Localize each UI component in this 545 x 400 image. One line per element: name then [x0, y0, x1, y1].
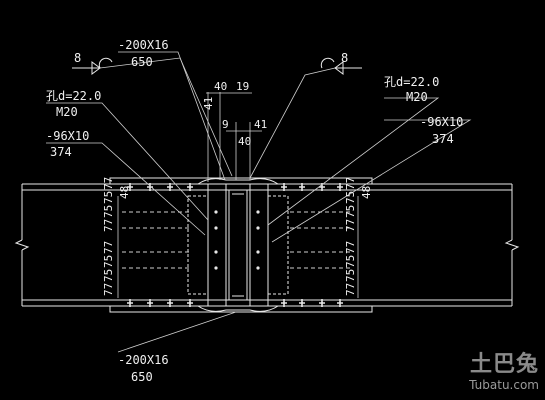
- dim-40a: 40: [214, 80, 227, 93]
- vertical-dimension-lines: [117, 196, 359, 298]
- bolt: [337, 183, 343, 191]
- dim-41b: 41: [254, 118, 267, 131]
- bolt: [319, 299, 325, 307]
- left-web-plate-spec: -96X10: [46, 129, 89, 143]
- right-web-plate-len: 374: [432, 132, 454, 146]
- bolt: [214, 250, 218, 254]
- bolt: [127, 299, 133, 307]
- bolt: [214, 266, 218, 270]
- leader-lines: [46, 51, 472, 353]
- right-bolt-grade: M20: [406, 90, 428, 104]
- bolt: [256, 226, 260, 230]
- beam-outline: [14, 183, 520, 307]
- top-flange-plate-len: 650: [131, 55, 153, 69]
- annotation-text: -200X16 650 8 8 孔d=22.0 M20 -96X10 374 孔…: [46, 38, 463, 384]
- right-weld-size: 8: [341, 51, 348, 65]
- bolt: [337, 299, 343, 307]
- vertical-dimension-label: 77: [102, 177, 115, 190]
- bolt: [281, 183, 287, 191]
- vertical-dimension-label: 75: [344, 191, 357, 204]
- vertical-dimension-label: 75: [344, 205, 357, 218]
- vertical-dimension-label: 75: [102, 269, 115, 282]
- dim-40b: 40: [238, 135, 251, 148]
- bolt: [256, 266, 260, 270]
- flange-splice-plates: [109, 177, 373, 313]
- bolt: [147, 183, 153, 191]
- bolt: [214, 226, 218, 230]
- vertical-dimension-label: 75: [344, 269, 357, 282]
- bolt: [167, 183, 173, 191]
- bolt: [256, 250, 260, 254]
- left-web-plate-len: 374: [50, 145, 72, 159]
- left-bolt-grade: M20: [56, 105, 78, 119]
- vertical-dimension-label: 77: [344, 241, 357, 254]
- bolt: [127, 183, 133, 191]
- bolt: [299, 183, 305, 191]
- bolt: [256, 210, 260, 214]
- web-splice-plates: [187, 195, 289, 295]
- right-web-plate-spec: -96X10: [420, 115, 463, 129]
- dim-41a: 41: [202, 97, 215, 110]
- watermark-chinese: 土巴兔: [469, 352, 539, 377]
- bolt: [167, 299, 173, 307]
- vertical-dimension-label: 77: [344, 177, 357, 190]
- dim-9: 9: [222, 118, 229, 131]
- bolt-group: [127, 183, 343, 307]
- column-i-section: [197, 178, 279, 312]
- vertical-dimension-label: 77: [344, 219, 357, 232]
- vertical-dimension-label: 75: [344, 255, 357, 268]
- right-bolt-hole: 孔d=22.0: [384, 75, 439, 89]
- vertical-dimension-label: 77: [102, 283, 115, 296]
- bolt: [187, 299, 193, 307]
- vertical-dimension-label: 75: [102, 205, 115, 218]
- vertical-dimension-label: 77: [344, 283, 357, 296]
- bolt: [214, 210, 218, 214]
- column-dimensions: 40 19 41 9 41 40 48 48: [118, 80, 373, 199]
- left-bolt-hole: 孔d=22.0: [46, 89, 101, 103]
- bottom-flange-plate-len: 650: [131, 370, 153, 384]
- dim-19: 19: [236, 80, 249, 93]
- dim-48-left: 48: [118, 186, 131, 199]
- watermark-domain: Tubatu.com: [469, 378, 539, 392]
- vertical-dimension-label: 75: [102, 191, 115, 204]
- bolt: [281, 299, 287, 307]
- top-flange-plate-spec: -200X16: [118, 38, 169, 52]
- bolt: [147, 299, 153, 307]
- vertical-dimension-label: 77: [102, 219, 115, 232]
- dim-48-right: 48: [360, 186, 373, 199]
- vertical-dimension-label: 75: [102, 255, 115, 268]
- stiffener-lines: [122, 211, 350, 269]
- bottom-flange-plate-spec: -200X16: [118, 353, 169, 367]
- left-weld-size: 8: [74, 51, 81, 65]
- bolt: [299, 299, 305, 307]
- bolt: [187, 183, 193, 191]
- vertical-dimension-label: 77: [102, 241, 115, 254]
- watermark: 土巴兔 Tubatu.com: [469, 346, 539, 392]
- weld-symbols: [72, 57, 362, 75]
